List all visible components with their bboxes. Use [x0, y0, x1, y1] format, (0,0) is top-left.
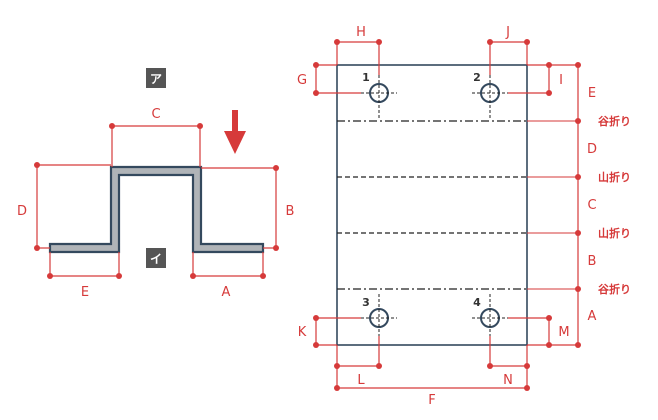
dim-label-right-d: D — [587, 142, 597, 157]
dim-label-d: D — [17, 204, 27, 219]
hat-channel-profile — [48, 165, 265, 254]
dim-label-g: G — [297, 73, 307, 88]
dimension-b — [201, 167, 277, 249]
cross-section-view: ア イ C D — [17, 68, 294, 300]
dim-label-c: C — [151, 107, 160, 122]
dim-label-l: L — [357, 373, 365, 388]
right-chain-dimension — [549, 64, 579, 346]
fold-label-3: 山折り — [598, 226, 631, 240]
hole-1: 1 — [361, 71, 397, 118]
dim-label-right-a: A — [588, 309, 597, 324]
flat-blank-view: 1 2 3 4 H — [297, 25, 631, 408]
dim-label-right-e: E — [588, 86, 596, 101]
dimension-g — [315, 64, 361, 94]
dimension-k — [315, 317, 361, 346]
dimension-j — [489, 41, 528, 75]
dim-label-h: H — [356, 25, 366, 40]
dim-label-a: A — [222, 285, 231, 300]
hole-label-3: 3 — [362, 296, 370, 309]
dimension-h — [336, 41, 380, 75]
dimension-a — [192, 252, 264, 277]
dimension-e — [49, 252, 120, 277]
dimension-d — [36, 164, 111, 249]
dim-label-k: K — [298, 325, 307, 340]
fold-label-2: 山折り — [598, 170, 631, 184]
dimension-i — [508, 64, 550, 94]
badge-bottom: イ — [146, 248, 166, 268]
dim-label-b: B — [286, 204, 295, 219]
dimension-n — [489, 336, 528, 367]
dim-label-i: I — [559, 73, 563, 88]
down-arrow-icon — [224, 110, 246, 154]
dim-label-f: F — [428, 393, 435, 408]
dimension-f — [336, 366, 528, 389]
dim-label-m: M — [558, 325, 569, 340]
dimension-l — [336, 336, 380, 367]
dim-label-right-b: B — [588, 254, 597, 269]
dimension-m — [508, 317, 550, 346]
dimension-c — [111, 125, 201, 167]
fold-label-1: 谷折り — [598, 114, 631, 128]
badge-top: ア — [146, 68, 166, 88]
hole-3: 3 — [361, 294, 397, 336]
hole-4: 4 — [472, 294, 508, 336]
hole-label-2: 2 — [473, 71, 481, 84]
hole-2: 2 — [472, 71, 508, 118]
dim-label-j: J — [505, 25, 510, 40]
fold-label-4: 谷折り — [598, 282, 631, 296]
hole-label-1: 1 — [362, 71, 370, 84]
hole-label-4: 4 — [473, 296, 481, 309]
badge-bottom-text: イ — [150, 252, 162, 266]
plate-outline — [336, 64, 528, 346]
dim-label-right-c: C — [587, 198, 596, 213]
dim-label-n: N — [503, 373, 513, 388]
badge-top-text: ア — [150, 72, 162, 86]
fold-extension-lines — [527, 120, 578, 290]
dim-label-e: E — [81, 285, 89, 300]
